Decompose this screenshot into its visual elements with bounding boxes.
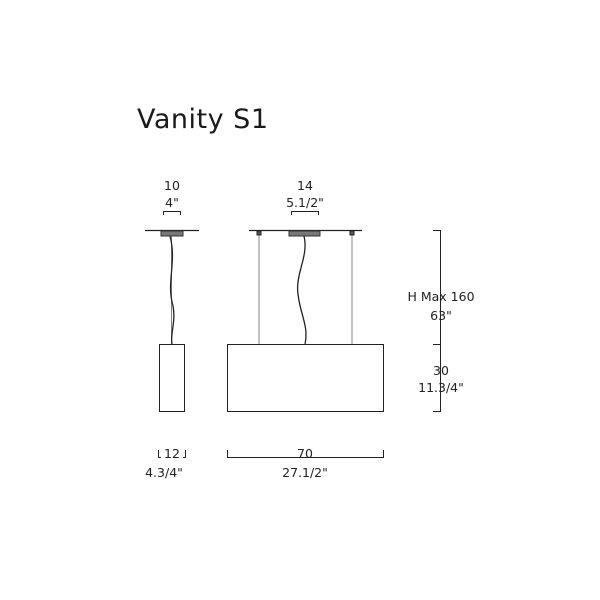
max-height-bracket — [433, 230, 441, 344]
front-shade-width-in: 27.1/2" — [282, 465, 328, 480]
left-wire-hook — [256, 230, 262, 236]
side-canopy-width-in: 4" — [165, 195, 179, 210]
side-canopy — [160, 230, 184, 237]
right-wire-hook — [349, 230, 355, 236]
front-canopy — [288, 230, 321, 237]
side-power-cable — [169, 235, 175, 345]
front-canopy-width-cm: 14 — [297, 178, 313, 193]
product-title: Vanity S1 — [137, 104, 269, 135]
front-power-cable — [296, 235, 307, 345]
side-shade-width-in: 4.3/4" — [145, 465, 183, 480]
side-canopy-width-cm: 10 — [164, 178, 180, 193]
front-canopy-width-in: 5.1/2" — [286, 195, 324, 210]
front-shade — [227, 344, 384, 412]
front-view — [227, 211, 384, 458]
side-shade-width-cm: 12 — [164, 446, 180, 461]
side-width-bracket-right — [183, 450, 186, 458]
front-width-bracket — [227, 450, 384, 458]
side-width-bracket-left — [158, 450, 161, 458]
side-view — [145, 211, 199, 458]
height-dimension-line — [433, 230, 441, 412]
side-canopy-bracket — [163, 211, 181, 215]
shade-height-bracket — [433, 344, 441, 412]
side-shade — [159, 344, 185, 412]
front-canopy-bracket — [291, 211, 319, 215]
